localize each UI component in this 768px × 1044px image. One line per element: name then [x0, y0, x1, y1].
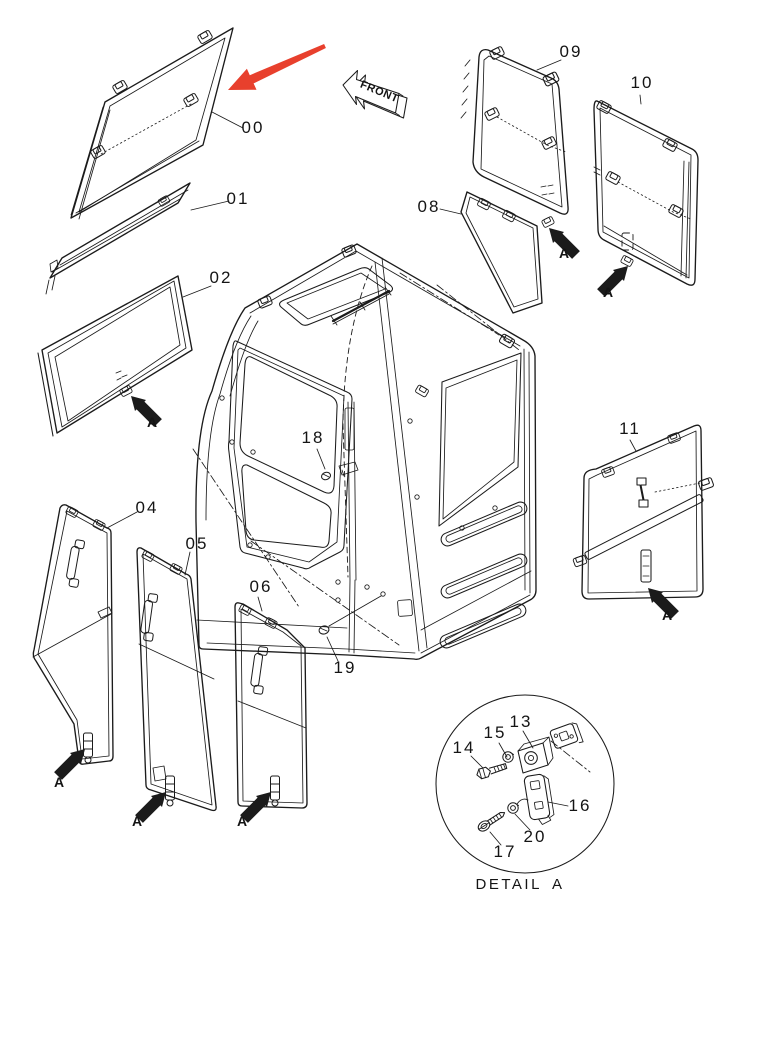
part-17-screw: [477, 812, 506, 832]
leader-line-14: [470, 755, 484, 769]
red-annotation-arrow: [228, 44, 326, 90]
leader-line-13: [522, 730, 534, 749]
panel-11-side-cover: [572, 424, 715, 600]
mounting-holes: [219, 395, 498, 603]
cab-body: [192, 243, 537, 661]
part-label-14: 14: [453, 738, 476, 757]
part-label-11: 11: [619, 419, 641, 438]
panel-00-front-window: [70, 27, 234, 220]
panel-01-sash-frame: [45, 182, 191, 295]
view-letter-panel02: A: [147, 414, 157, 430]
leader-line-15: [498, 742, 508, 758]
leader-line-10: [639, 94, 642, 105]
detail-a-title: DETAIL A: [476, 876, 565, 893]
part-label-20: 20: [524, 827, 547, 846]
panel-04-cover: [32, 504, 114, 765]
construction-line: [192, 448, 300, 608]
part-13-latch-block: [517, 736, 554, 774]
construction-line: [436, 284, 520, 351]
sunroof-strut: [331, 289, 391, 323]
detail-word: DETAIL: [476, 876, 542, 893]
panel-08-glass: [460, 191, 543, 314]
part-14-screw: [476, 763, 508, 780]
leader-line-19: [326, 636, 339, 662]
detail-letter: A: [552, 876, 565, 893]
part-label-00: 00: [242, 118, 265, 137]
panel-06-cover: [234, 602, 308, 809]
view-letter-panel11: A: [662, 607, 672, 623]
leader-line-04: [106, 511, 138, 529]
part-label-09: 09: [560, 42, 583, 61]
view-letter-panel04: A: [54, 774, 64, 790]
front-direction-sign: FRONT: [342, 69, 408, 119]
leader-line-11: [629, 439, 637, 452]
view-letter-panel06: A: [237, 813, 247, 829]
part-label-06: 06: [250, 577, 273, 596]
panel-09-rear-window: [460, 45, 569, 229]
view-letter-panel09: A: [559, 245, 569, 261]
part-15-washer: [502, 751, 514, 763]
detail-a-callout: 13 14 15 16 17 20 DETAIL A: [435, 694, 615, 893]
leader-line-16: [547, 801, 569, 807]
leader-line-00: [211, 111, 244, 129]
part-16-keeper-plate: [523, 773, 555, 825]
part-label-19: 19: [334, 658, 357, 677]
leader-line-20: [514, 813, 531, 831]
rear-vent-slots: [439, 501, 528, 649]
view-letter-panel10: A: [603, 284, 613, 300]
construction-line: [250, 540, 400, 646]
view-letter-panel05: A: [132, 813, 142, 829]
part-label-08: 08: [418, 197, 441, 216]
part-label-01: 01: [227, 189, 250, 208]
leader-line-06: [257, 596, 263, 612]
striker-plate: [549, 722, 584, 749]
part-label-18: 18: [302, 428, 325, 447]
leader-line-17: [489, 831, 502, 846]
part-19-knob: [318, 591, 386, 635]
part-18-lock-knob: [320, 461, 359, 481]
detail-a-circle: [435, 694, 615, 874]
part-label-10: 10: [631, 73, 654, 92]
leader-line-08: [439, 208, 462, 215]
leader-line-18: [316, 448, 326, 470]
construction-line: [550, 740, 591, 773]
leader-line-02: [182, 285, 212, 298]
part-label-13: 13: [510, 712, 533, 731]
part-label-17: 17: [494, 842, 517, 861]
part-label-05: 05: [186, 534, 209, 553]
construction-line: [342, 265, 373, 578]
leader-line-01: [190, 200, 230, 211]
part-label-02: 02: [210, 268, 233, 287]
panel-02-lower-window: [37, 275, 193, 437]
leader-line-09: [536, 59, 562, 71]
part-label-04: 04: [136, 498, 159, 517]
part-label-16: 16: [569, 796, 592, 815]
part-label-15: 15: [484, 723, 507, 742]
leader-line-05: [184, 551, 191, 576]
cab-silhouette: [195, 243, 537, 661]
construction-line: [399, 272, 500, 336]
panel-10-rear-window: [593, 99, 699, 286]
panel-05-cover: [136, 547, 217, 812]
